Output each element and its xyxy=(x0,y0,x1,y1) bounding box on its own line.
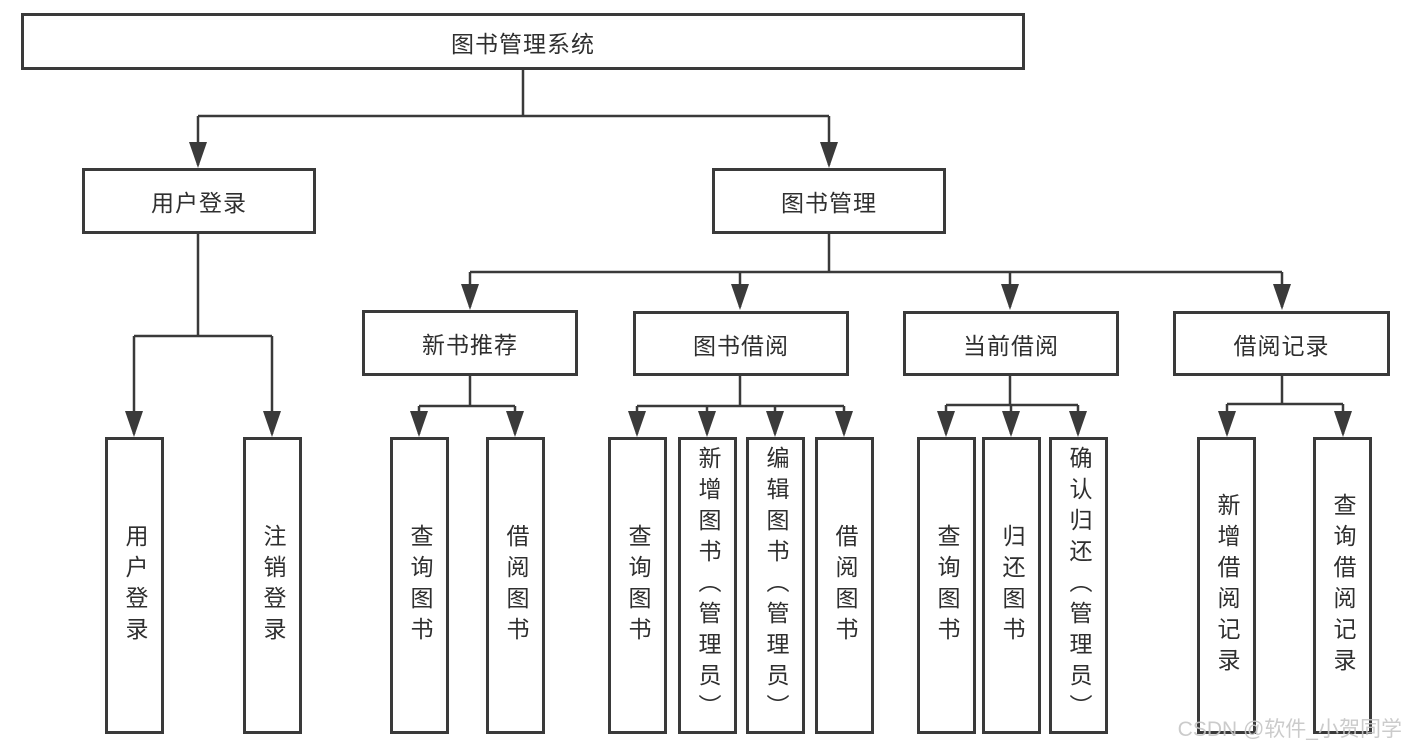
csdn-watermark: CSDN @软件_小贺同学 xyxy=(1177,718,1402,741)
leaf-nb-query-books: 查询图书 xyxy=(390,437,449,734)
node-label: 归还图书 xyxy=(999,523,1025,648)
node-root: 图书管理系统 xyxy=(21,13,1025,70)
node-user-login: 用户登录 xyxy=(82,168,316,234)
node-label: 新增图书（管理员） xyxy=(695,446,721,725)
node-label: 用户登录 xyxy=(122,523,148,648)
node-label: 用户登录 xyxy=(151,190,247,216)
node-borrow-records: 借阅记录 xyxy=(1173,311,1390,376)
node-label: 借阅图书 xyxy=(503,523,529,648)
leaf-cb-return-books: 归还图书 xyxy=(982,437,1041,734)
leaf-user-login: 用户登录 xyxy=(105,437,164,734)
node-label: 借阅记录 xyxy=(1233,332,1330,359)
leaf-br-query-record: 查询借阅记录 xyxy=(1313,437,1372,734)
node-book-management: 图书管理 xyxy=(712,168,946,234)
leaf-bb-query-books: 查询图书 xyxy=(608,437,667,734)
node-label: 编辑图书（管理员） xyxy=(763,446,789,725)
leaf-nb-borrow-books: 借阅图书 xyxy=(486,437,545,734)
node-current-borrow: 当前借阅 xyxy=(903,311,1119,376)
node-label: 图书管理系统 xyxy=(451,30,595,57)
node-book-borrow: 图书借阅 xyxy=(633,311,849,376)
node-label: 当前借阅 xyxy=(963,332,1059,359)
node-label: 查询图书 xyxy=(625,523,651,648)
leaf-bb-borrow-books: 借阅图书 xyxy=(815,437,874,734)
node-label: 新增借阅记录 xyxy=(1214,492,1240,679)
node-label: 图书管理 xyxy=(781,190,877,216)
node-label: 借阅图书 xyxy=(832,523,858,648)
leaf-br-add-record: 新增借阅记录 xyxy=(1197,437,1256,734)
node-label: 新书推荐 xyxy=(422,332,518,358)
leaf-logout: 注销登录 xyxy=(243,437,302,734)
leaf-cb-query-books: 查询图书 xyxy=(917,437,976,734)
node-label: 确认归还（管理员） xyxy=(1066,446,1092,725)
leaf-bb-edit-books-admin: 编辑图书（管理员） xyxy=(746,437,805,734)
node-new-book-recommend: 新书推荐 xyxy=(362,310,578,376)
node-label: 图书借阅 xyxy=(693,332,789,359)
node-label: 查询借阅记录 xyxy=(1330,492,1356,679)
leaf-bb-add-books-admin: 新增图书（管理员） xyxy=(678,437,737,734)
node-label: 注销登录 xyxy=(260,523,286,648)
node-label: 查询图书 xyxy=(934,523,960,648)
node-label: 查询图书 xyxy=(407,523,433,648)
leaf-cb-confirm-return-admin: 确认归还（管理员） xyxy=(1049,437,1108,734)
